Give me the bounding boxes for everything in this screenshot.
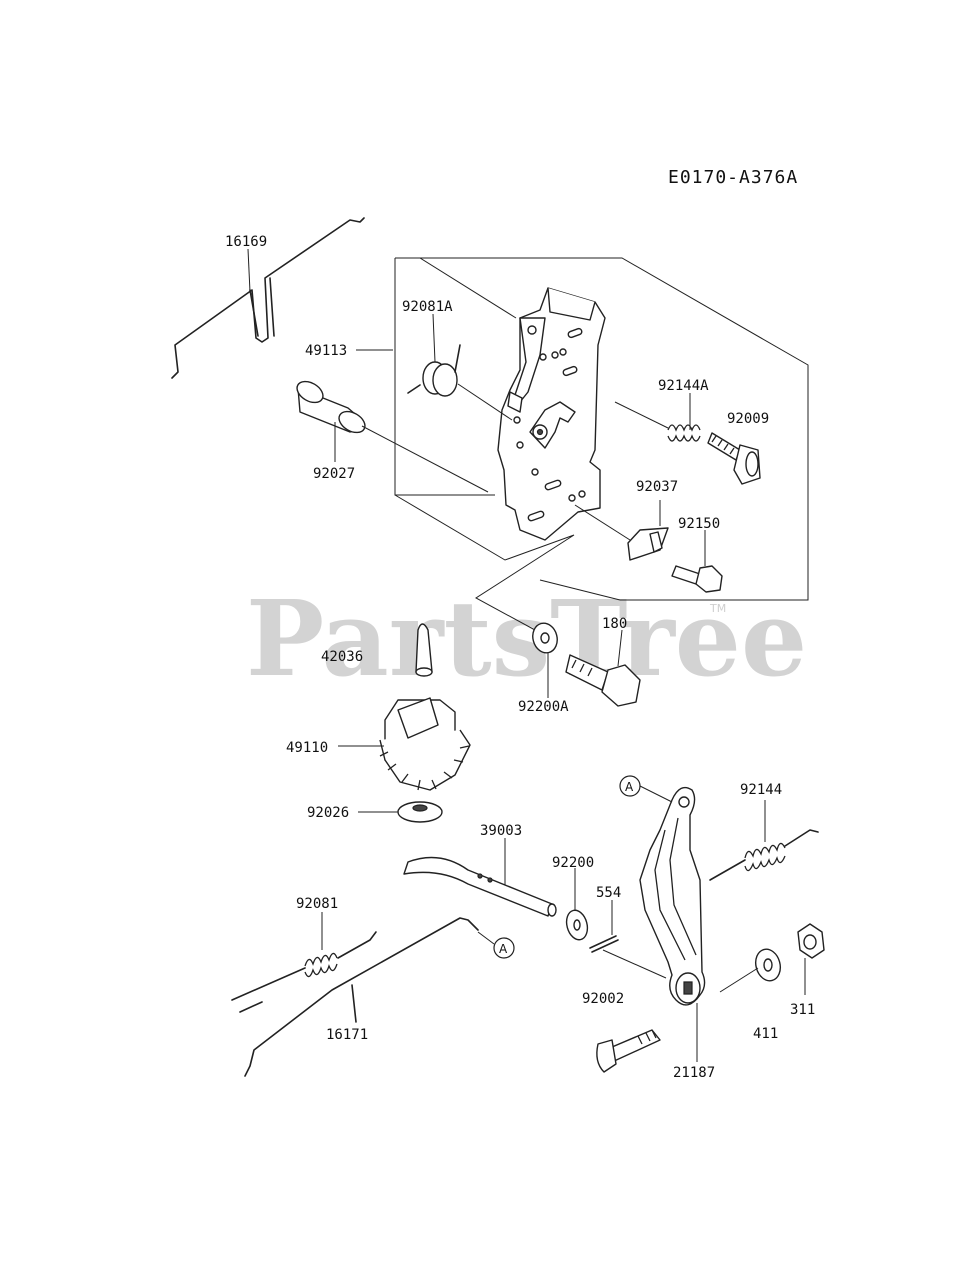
- bolt-180: [565, 629, 641, 707]
- label-92027: 92027: [313, 466, 355, 482]
- washer-92200: [565, 868, 589, 941]
- label-leaders: [247, 248, 691, 462]
- shaft-39003: [403, 838, 557, 917]
- label-311: 311: [790, 1002, 815, 1018]
- spring-92144: [709, 800, 819, 881]
- label-49110: 49110: [286, 740, 328, 756]
- callout-a-bottom-letter: A: [499, 942, 508, 956]
- label-49113: 49113: [305, 343, 347, 359]
- diagram-reference-code: E0170-A376A: [668, 167, 798, 188]
- label-92150: 92150: [678, 516, 720, 532]
- label-92002: 92002: [582, 991, 624, 1007]
- label-180: 180: [602, 616, 627, 632]
- spring-92081: [231, 912, 377, 1013]
- collar-92027: [296, 380, 489, 493]
- clip-92037: [574, 500, 669, 561]
- rod-16169: [171, 217, 365, 379]
- label-554: 554: [596, 885, 621, 901]
- label-92081A: 92081A: [402, 299, 453, 315]
- control-plate-49113: [497, 287, 606, 541]
- lever-92002: [602, 786, 706, 1006]
- label-21187: 21187: [673, 1065, 715, 1081]
- label-92200A: 92200A: [518, 699, 569, 715]
- label-16169: 16169: [225, 234, 267, 250]
- label-92200: 92200: [552, 855, 594, 871]
- label-92026: 92026: [307, 805, 349, 821]
- label-92009: 92009: [727, 411, 769, 427]
- label-92081: 92081: [296, 896, 338, 912]
- assembly-box-lines: [394, 257, 809, 631]
- bolt-92150: [671, 530, 723, 593]
- watermark-trademark: TM: [709, 602, 726, 615]
- label-92144A: 92144A: [658, 378, 709, 394]
- washer-92026: [358, 801, 443, 823]
- spring-92081A: [407, 344, 513, 421]
- label-92037: 92037: [636, 479, 678, 495]
- callout-a-top: A: [619, 775, 673, 803]
- callout-a-bottom: A: [493, 937, 515, 959]
- nut-311: [797, 923, 825, 995]
- spring-92144A: [614, 401, 701, 442]
- label-411: 411: [753, 1026, 778, 1042]
- rod-16171: [244, 917, 495, 1077]
- pin-42036: [415, 623, 433, 677]
- label-42036: 42036: [321, 649, 363, 665]
- washer-92200A: [532, 622, 558, 698]
- clip-554: [589, 900, 619, 953]
- bolt-21187: [596, 1003, 698, 1073]
- label-16171: 16171: [326, 1027, 368, 1043]
- label-39003: 39003: [480, 823, 522, 839]
- gear-49110: [338, 697, 471, 791]
- screw-92009: [707, 432, 761, 485]
- watermark-text: PartsTree: [246, 577, 807, 700]
- callout-a-top-letter: A: [625, 780, 634, 794]
- washer-411: [719, 948, 782, 993]
- label-92144: 92144: [740, 782, 782, 798]
